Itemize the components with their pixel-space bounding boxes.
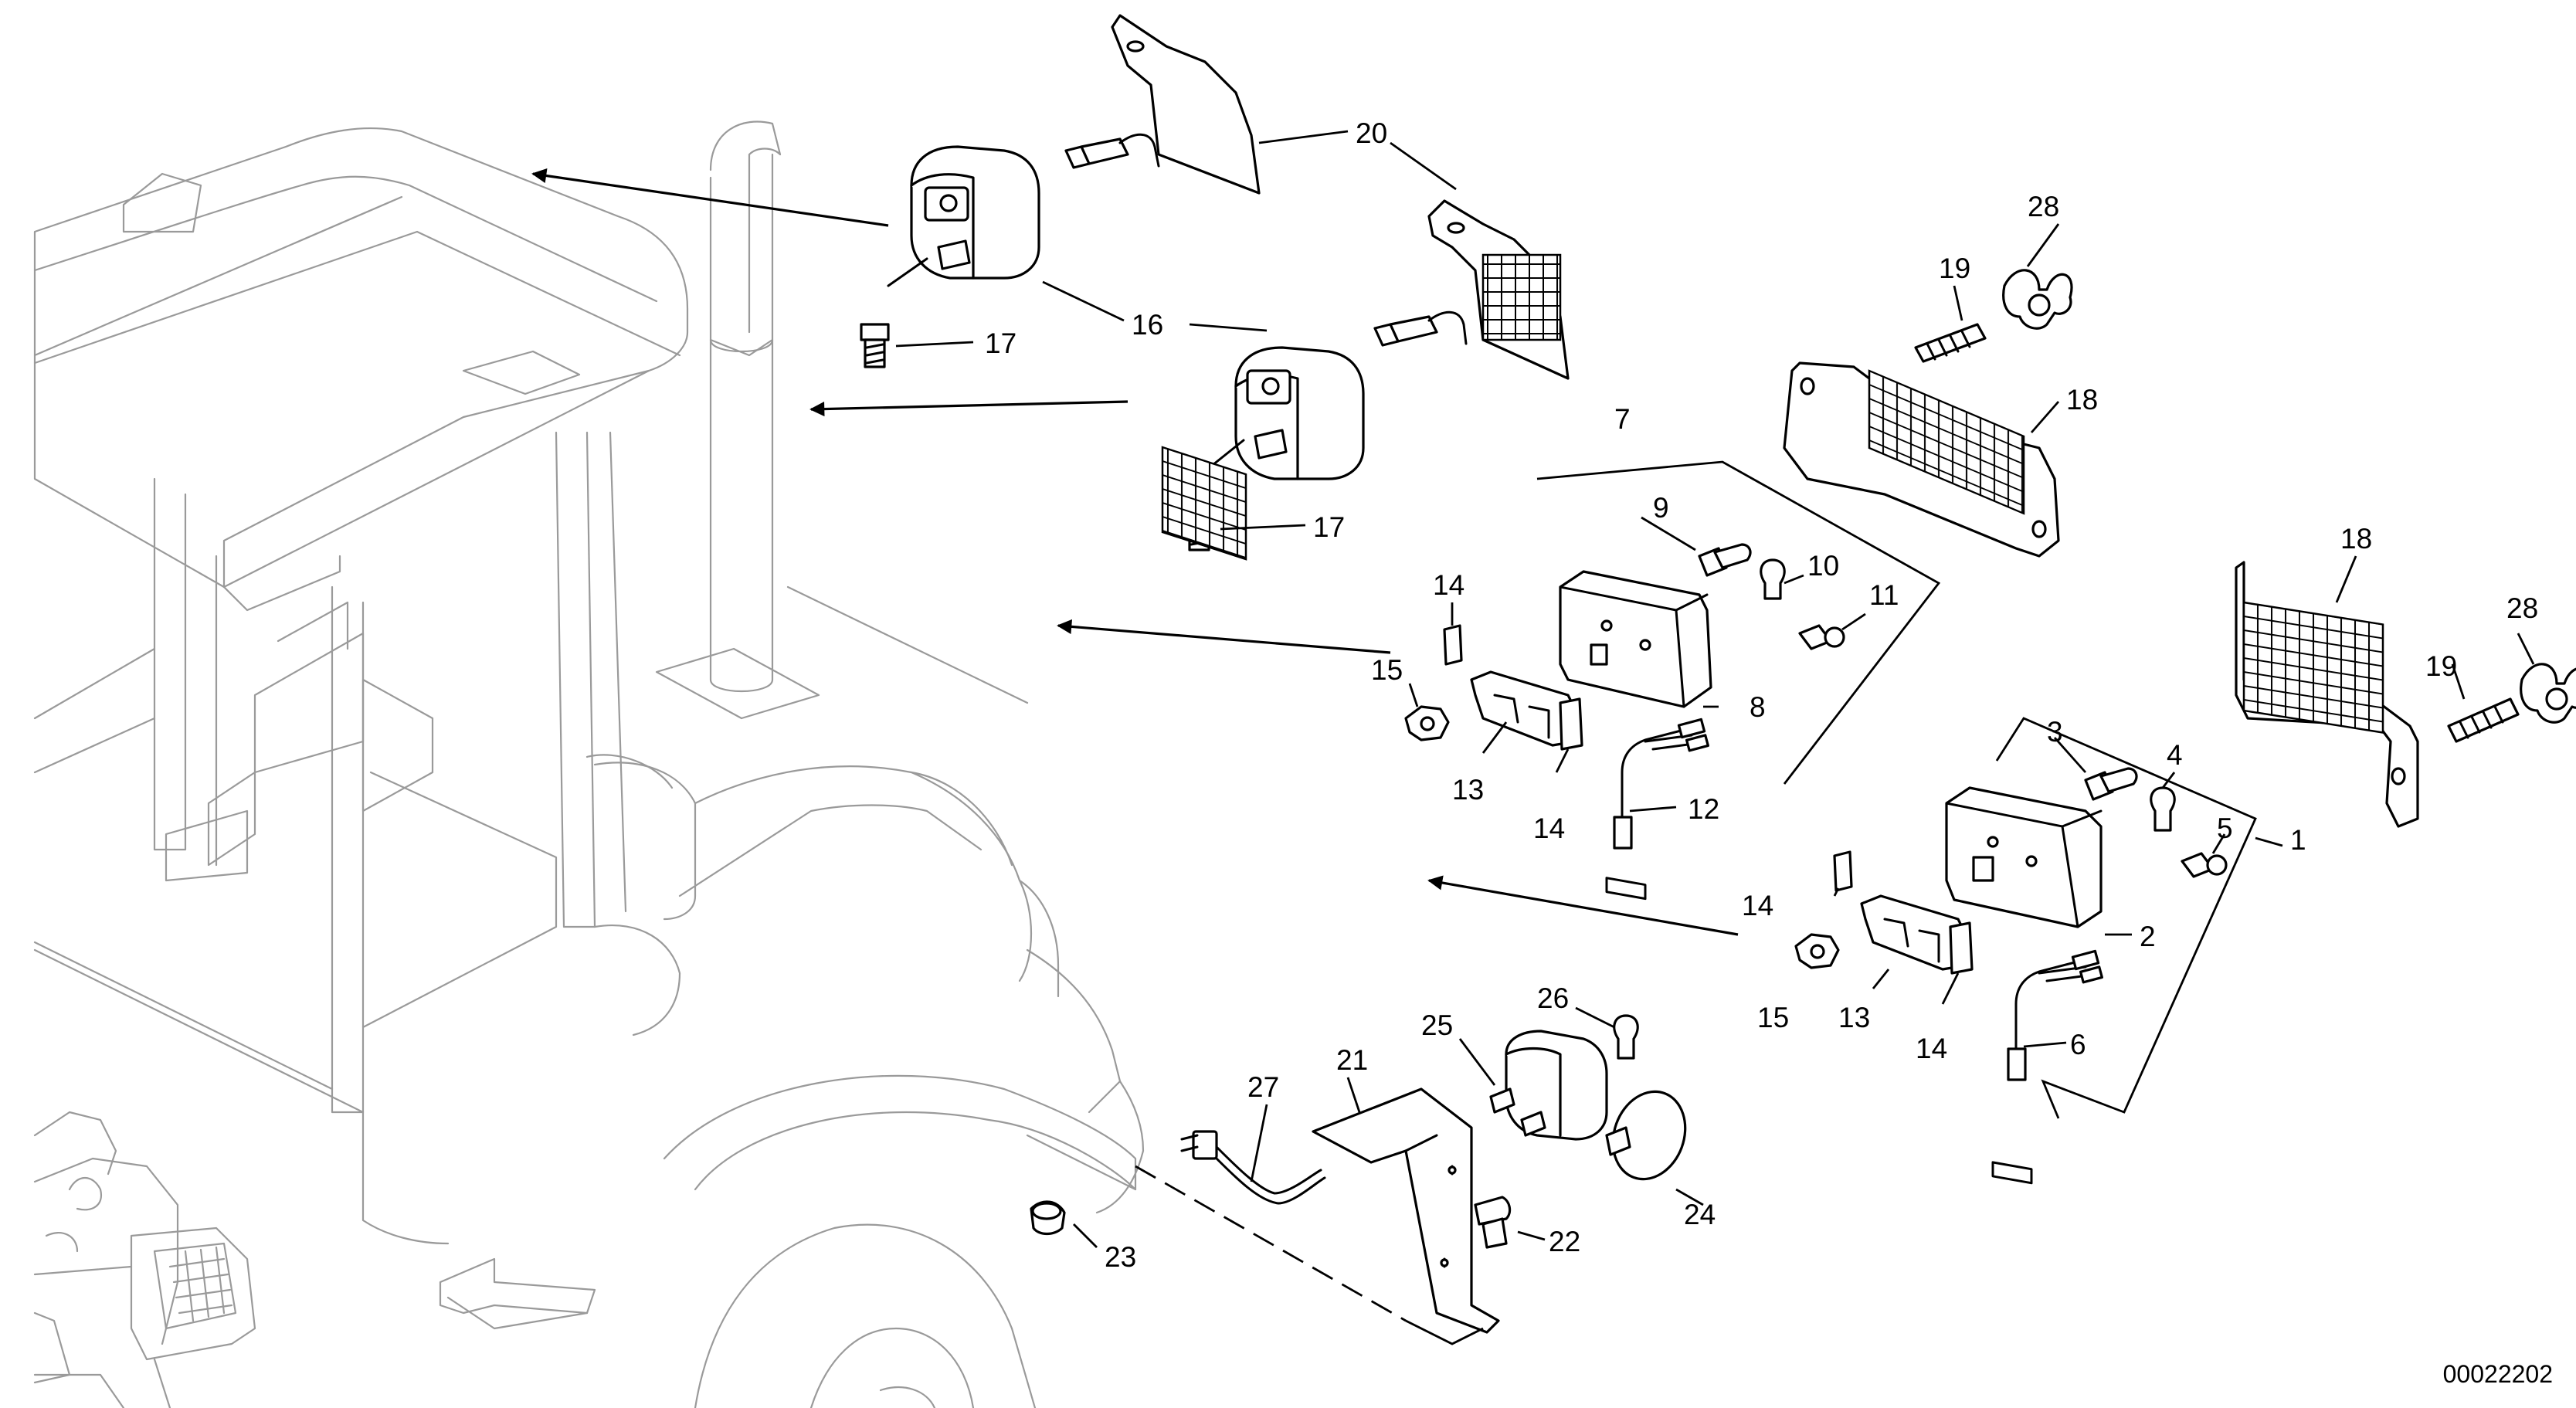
callout-27: 27 bbox=[1247, 1071, 1279, 1103]
screw-9 bbox=[1698, 543, 1752, 577]
callout-10: 10 bbox=[1807, 550, 1839, 582]
harness-12 bbox=[1613, 718, 1709, 850]
callout-19: 19 bbox=[1939, 253, 1970, 284]
callout-17: 17 bbox=[985, 327, 1016, 359]
assembly-arrows bbox=[531, 168, 1739, 936]
callout-7: 7 bbox=[1614, 403, 1631, 435]
callout-15: 15 bbox=[1757, 1002, 1789, 1033]
nut-15-upper bbox=[1404, 705, 1450, 741]
callout-9: 9 bbox=[1653, 492, 1669, 524]
bracket-21 bbox=[1312, 1087, 1500, 1334]
cable-27 bbox=[1180, 1130, 1326, 1205]
callout-13: 13 bbox=[1838, 1002, 1870, 1033]
lamp-25 bbox=[1489, 1030, 1608, 1141]
drawing-reference-number: 00022202 bbox=[2443, 1360, 2553, 1388]
tail-light-1 bbox=[1945, 786, 2103, 1185]
wheel-loader-outline bbox=[33, 120, 1145, 1408]
callout-3: 3 bbox=[2047, 716, 2063, 748]
callout-14: 14 bbox=[1433, 569, 1464, 601]
callout-26: 26 bbox=[1537, 982, 1569, 1014]
callout-13: 13 bbox=[1452, 774, 1484, 806]
callout-4: 4 bbox=[2167, 739, 2183, 771]
callout-18: 18 bbox=[2066, 384, 2098, 416]
bolt-17-top bbox=[860, 323, 890, 368]
work-lamp-middle bbox=[1203, 346, 1365, 480]
callout-18: 18 bbox=[2340, 523, 2372, 555]
callout-2: 2 bbox=[2140, 921, 2156, 952]
leader-outline-1 bbox=[1995, 717, 2257, 1119]
callout-17: 17 bbox=[1313, 511, 1345, 543]
callout-5: 5 bbox=[2217, 813, 2233, 844]
lamp-bulb-socket-middle bbox=[1373, 310, 1468, 347]
bulb-4 bbox=[2150, 786, 2176, 832]
callout-22: 22 bbox=[1549, 1226, 1580, 1257]
bulb-10 bbox=[1760, 558, 1786, 600]
screw-3 bbox=[2084, 767, 2138, 801]
bolt-22 bbox=[1474, 1196, 1512, 1249]
leader-outline-lower bbox=[1135, 1165, 1484, 1345]
callout-23: 23 bbox=[1105, 1241, 1136, 1273]
callout-20: 20 bbox=[1356, 117, 1387, 149]
callout-25: 25 bbox=[1421, 1009, 1453, 1041]
callout-28: 28 bbox=[2506, 592, 2538, 624]
reflector-24 bbox=[1605, 1090, 1687, 1181]
callout-28: 28 bbox=[2028, 191, 2059, 222]
nut-15-lower bbox=[1794, 933, 1840, 969]
callout-16: 16 bbox=[1132, 309, 1163, 341]
stud-19-upper bbox=[1914, 323, 1987, 363]
gasket-14-left bbox=[1833, 850, 1853, 892]
callout-8: 8 bbox=[1750, 691, 1766, 723]
callout-19: 19 bbox=[2425, 650, 2457, 682]
bulb-11 bbox=[1798, 624, 1845, 650]
leader-lines bbox=[895, 130, 2535, 1248]
grommet-23 bbox=[1030, 1200, 1066, 1236]
wing-nut-28-right bbox=[2520, 663, 2576, 724]
callout-6: 6 bbox=[2070, 1029, 2086, 1060]
callout-14: 14 bbox=[1916, 1033, 1947, 1064]
callout-15: 15 bbox=[1371, 654, 1403, 686]
bulb-26 bbox=[1613, 1014, 1639, 1060]
callout-11: 11 bbox=[1869, 579, 1899, 611]
stud-19-right bbox=[2447, 697, 2520, 743]
callout-1: 1 bbox=[2290, 824, 2306, 856]
grille-20-top bbox=[1111, 14, 1261, 561]
gasket-14-right bbox=[1949, 921, 1974, 975]
callout-24: 24 bbox=[1684, 1199, 1716, 1230]
harness-6 bbox=[2007, 949, 2103, 1081]
callout-12: 12 bbox=[1688, 793, 1719, 825]
leader-outline-7 bbox=[1536, 460, 1941, 785]
gasket-14-lower bbox=[1559, 697, 1583, 751]
grille-18-right bbox=[2235, 561, 2419, 828]
callout-21: 21 bbox=[1336, 1044, 1368, 1076]
work-lamp-top bbox=[887, 145, 1040, 287]
gasket-14-upper bbox=[1443, 624, 1463, 666]
callout-14: 14 bbox=[1533, 813, 1565, 844]
grille-18-upper bbox=[1783, 361, 2060, 558]
callout-14: 14 bbox=[1742, 890, 1773, 921]
wing-nut-28-upper bbox=[2002, 269, 2073, 330]
lamp-bulb-socket-top bbox=[1064, 133, 1160, 169]
grille-20-lower bbox=[1427, 199, 1570, 380]
bulb-5 bbox=[2181, 852, 2228, 878]
tail-light-7 bbox=[1559, 570, 1712, 901]
callout-labels: 20 16 17 17 19 28 18 18 19 28 7 9 10 11 … bbox=[985, 117, 2553, 1388]
